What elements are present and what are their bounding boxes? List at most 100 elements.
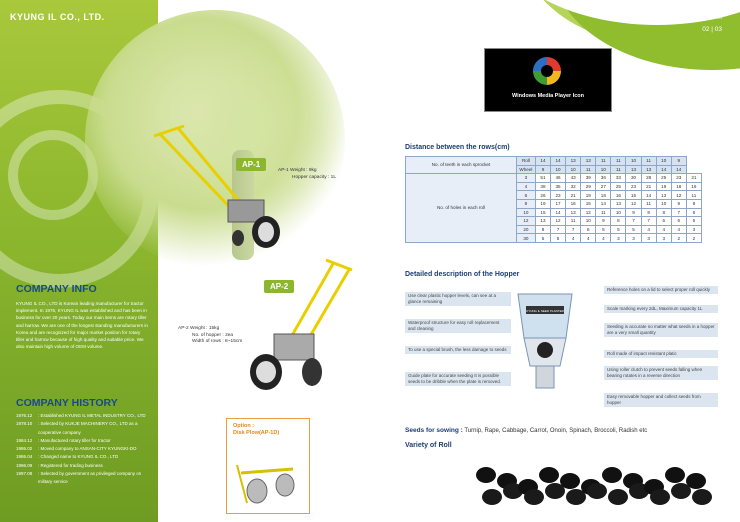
media-placeholder-label: Windows Media Player Icon [511,93,585,99]
table-cell: 14 [640,190,657,200]
table-cell: Roll [515,156,536,166]
hopper-callout: To use a special brush, the less damage … [405,346,511,354]
company-name: KYUNG IL CO., LTD. [10,12,105,22]
table-cell: 13 [610,198,627,209]
table-cell: 19 [655,181,672,192]
left-page: KYUNG IL CO., LTD. AP-1 AP-1 Weight : 9k… [0,0,372,522]
table-cell: 6 [670,216,687,226]
website-url[interactable]: www.kyungilco.com [660,14,722,21]
table-cell: 4 [580,233,597,243]
roll-shape [587,483,607,499]
table-cell: 6 [685,207,703,218]
hopper-title: Detailed description of the Hopper [405,271,520,278]
table-cell: 12 [515,216,536,226]
table-cell: 21 [565,190,582,200]
table-cell: 11 [610,156,627,166]
history-year: 1986.04 [16,454,33,460]
history-item: 1978.10 : Selected by KUKJE MACHINERY CO.… [16,420,156,437]
table-cell: 25 [610,181,627,192]
roll-shape [665,467,685,483]
table-cell: 30 [515,233,536,243]
table-cell: 11 [595,156,612,166]
history-year: 1978.10 [16,421,33,427]
table-cell: 27 [595,181,612,192]
table-cell: 13 [534,216,552,226]
roll-shape [602,467,622,483]
table-cell: 8 [515,198,536,209]
table-cell: 38 [534,181,552,192]
option-line2: Disk Plow(AP-1D) [233,430,280,436]
table-cell: 13 [640,164,657,175]
table-cell: 14 [670,164,687,175]
table-cell: 7 [640,216,657,226]
history-text: : Manufactured rotary tiller for tractor [38,437,111,443]
history-year: 1976.12 [16,413,33,418]
history-text: : Selected by KUKJE MACHINERY CO., LTD a… [38,421,138,435]
company-history-list: 1976.12: Established KYUNG IL METAL INDU… [16,412,156,487]
history-year: 1984.12 [16,437,33,443]
table-cell: 8 [640,207,657,218]
history-item: 1986.02: Moved company to ANSAN-CITY KYU… [16,445,156,453]
ap2-hoppers: No. of hopper : 2ea [192,332,234,338]
model-badge-ap1: AP-1 [236,158,267,171]
table-cell: 2 [685,233,703,243]
table-cell: 23 [625,181,642,192]
variety-title: Variety of Roll [405,442,452,449]
table-cell: 51 [534,173,552,183]
hopper-callout: Use clear plastic hopper levels, can see… [405,292,511,306]
hopper-callout: Waterproof structure for easy roll repla… [405,319,511,333]
history-text: : Registered for trading business [38,462,103,468]
table-cell: 21 [640,181,657,192]
table-cell: 10 [610,207,627,218]
table-cell: 20 [515,224,536,235]
history-item: 1976.12: Established KYUNG IL METAL INDU… [16,412,156,420]
table-cell: 3 [640,233,657,243]
roll-shape [692,489,712,505]
table-cell: 39 [580,173,597,183]
company-info-title: COMPANY INFO [16,283,97,295]
table-cell: 12 [580,207,597,218]
table-cell: 7 [670,207,687,218]
table-cell: 15 [534,207,552,218]
table-cell: 3 [610,233,627,243]
table-cell: 11 [610,164,627,175]
ap2-planter-image [250,258,353,390]
table-cell: 3 [685,224,703,235]
table-cell: 7 [550,224,567,235]
table-cell: 4 [595,233,612,243]
roll-shape [545,483,565,499]
history-year: 1986.02 [16,446,33,452]
table-cell: 12 [670,190,687,200]
table-cell: 11 [595,207,612,218]
table-cell: 26 [534,190,552,200]
hopper-image: KYUNG IL SEED PLANTER [517,293,573,389]
table-cell: 16 [670,181,687,192]
table-cell: 5 [610,224,627,235]
table-cell: 11 [640,156,657,166]
table-cell: 10 [580,216,597,226]
hopper-callout: Seeding is accurate no matter what seeds… [604,323,718,337]
table-cell: 10 [565,164,582,175]
table-cell: 16 [685,181,703,192]
table-cell: 23 [550,190,567,200]
media-placeholder[interactable]: Windows Media Player Icon [484,48,612,112]
table-cell: 18 [595,190,612,200]
roll-shape [608,489,628,505]
hopper-label: KYUNG IL SEED PLANTER [526,309,564,313]
table-cell: 9 [670,198,687,209]
roll-shape [671,483,691,499]
history-item: 1997.08: Selected by government as privi… [16,470,156,487]
table-cell: 21 [685,173,703,183]
page-numbers: 02 | 03 [702,26,722,33]
table-cell: 12 [550,216,567,226]
table-cell: 23 [670,173,687,183]
table-cell: 4 [515,181,536,192]
ap2-row-width: Width of rows : 8~15cm [192,339,243,345]
history-item: 1996.09: Registered for trading business [16,462,156,470]
company-info-text: KYUNG IL CO., LTD is Korean leading manu… [16,301,148,350]
table-cell: 32 [565,181,582,192]
table-cell: 4 [670,224,687,235]
table-cell: 9 [625,207,642,218]
